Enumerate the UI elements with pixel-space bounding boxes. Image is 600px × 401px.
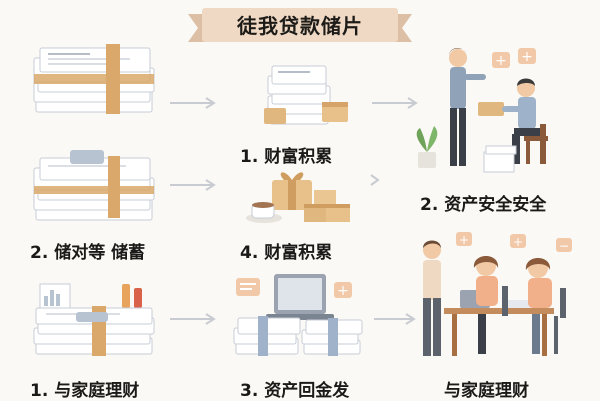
family-finance-meeting-illustration: + + − — [423, 232, 572, 356]
plus-icon: + — [337, 283, 349, 299]
minus-icon: − — [559, 239, 569, 253]
arrow-right-icon — [372, 97, 418, 109]
laptop-documents-illustration: + — [233, 274, 363, 356]
page-title: 徒我贷款储片 — [237, 14, 363, 38]
caption-family-finance: 与家庭理财 — [444, 381, 529, 401]
caption-savings: 2. 储对等 储蓄 — [30, 243, 146, 263]
caption-wealth-accumulation-1: 1. 财富积累 — [240, 147, 333, 167]
plus-icon: + — [495, 53, 507, 69]
arrow-right-icon — [170, 97, 216, 109]
document-stack-strap-illustration — [33, 44, 155, 114]
documents-bottles-illustration — [33, 283, 155, 356]
title-banner: 徒我贷款储片 — [188, 6, 412, 46]
caption-asset-return: 3. 资产回金发 — [240, 381, 350, 401]
people-handover-illustration: + + — [416, 48, 548, 173]
plus-icon: + — [521, 49, 533, 65]
paper-stack-boxes-illustration — [264, 65, 348, 125]
document-stack-clip-illustration — [33, 150, 155, 221]
caption-asset-security: 2. 资产安全安全 — [420, 195, 547, 215]
arrow-right-icon — [170, 179, 216, 191]
plus-icon: + — [513, 235, 523, 249]
chevron-right-icon — [370, 174, 380, 186]
caption-wealth-accumulation-4: 4. 财富积累 — [240, 243, 333, 263]
gift-cup-boxes-illustration — [246, 172, 350, 223]
arrow-right-icon — [374, 313, 416, 325]
plus-icon: + — [459, 233, 469, 247]
caption-family-finance-1: 1. 与家庭理财 — [30, 381, 140, 401]
arrow-right-icon — [170, 313, 216, 325]
